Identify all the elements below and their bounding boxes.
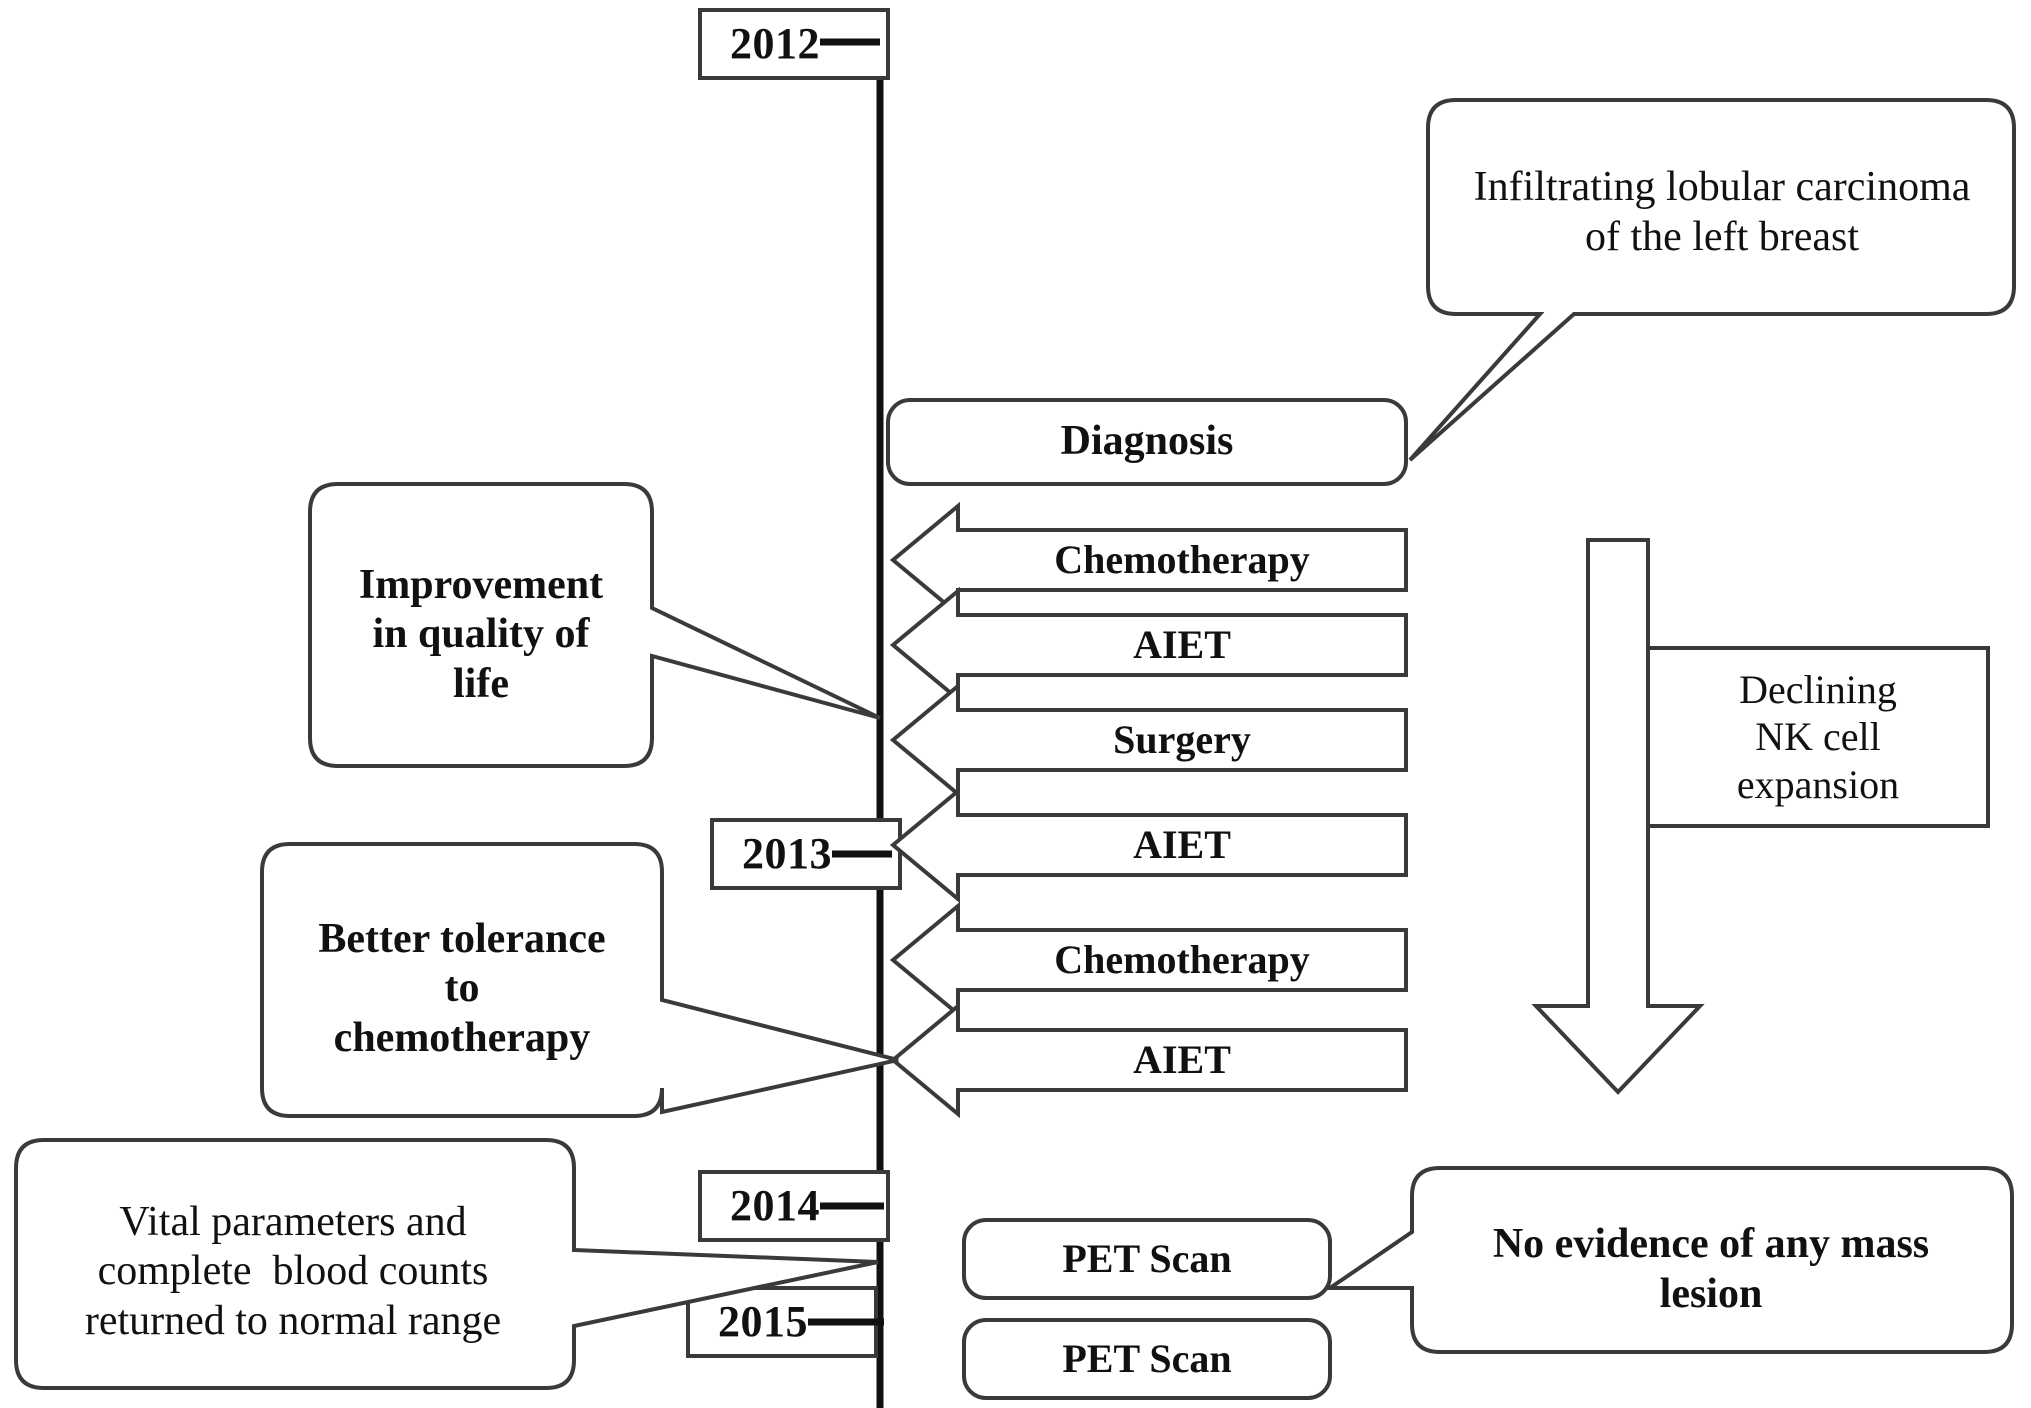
callout-quality-of-life: [308, 482, 881, 768]
year-marker-2012: [698, 8, 890, 80]
treatment-arrow-4: [889, 901, 1408, 1019]
callout-no-evidence: [1323, 1166, 2014, 1354]
pet-scan-box-0: [962, 1218, 1332, 1300]
nk-cell-label-box: [1646, 646, 1990, 828]
year-marker-2015: [686, 1286, 884, 1358]
callout-vital-parameters: [14, 1138, 879, 1390]
pet-scan-box-1: [962, 1318, 1332, 1400]
diagnosis-box: [886, 398, 1408, 486]
treatment-arrow-2: [889, 681, 1408, 799]
year-marker-2013: [710, 818, 902, 890]
treatment-arrow-5: [889, 1001, 1408, 1119]
treatment-arrow-3: [889, 786, 1408, 904]
treatment-arrow-0: [889, 501, 1408, 619]
callout-diagnosis-detail: [1408, 98, 2016, 462]
year-marker-2014: [698, 1170, 890, 1242]
declining-trend-arrow: [1531, 538, 1705, 1095]
treatment-arrow-1: [889, 586, 1408, 704]
callout-better-tolerance: [260, 842, 899, 1118]
